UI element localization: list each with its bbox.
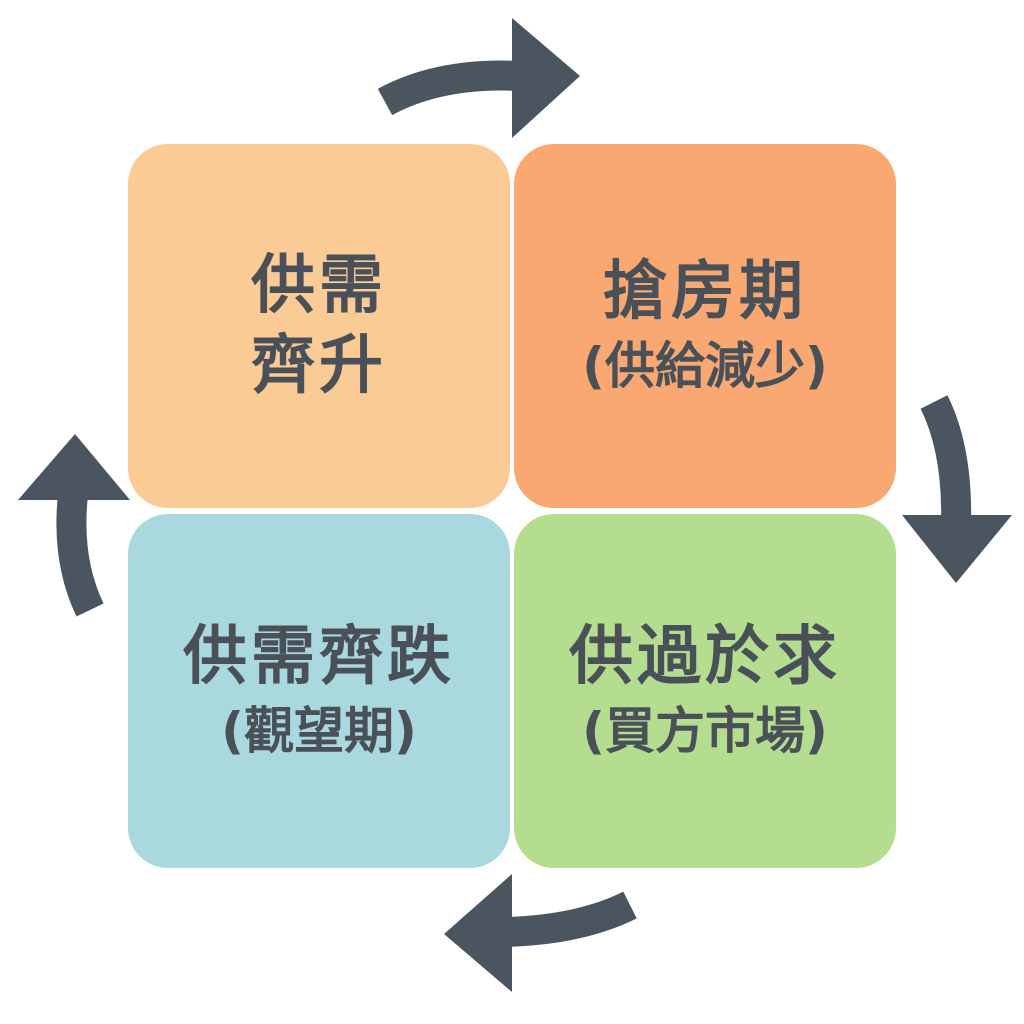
- quadrant-oversupply: 供過於求 (買方市場): [514, 514, 896, 868]
- arrow-left-icon: [18, 434, 130, 617]
- quadrant-subtitle: (買方市場): [582, 702, 828, 760]
- quadrant-title: 搶房期: [603, 255, 807, 329]
- arrow-right-icon: [902, 395, 1012, 583]
- arrow-top-icon: [377, 18, 580, 138]
- quadrant-title: 供需齊跌: [183, 620, 455, 694]
- quadrant-subtitle: (觀望期): [221, 702, 417, 760]
- quadrant-title-line1: 供需: [251, 249, 387, 323]
- quadrant-title-line2: 齊升: [251, 329, 387, 403]
- quadrant-rush-period: 搶房期 (供給減少): [514, 144, 896, 508]
- quadrant-title: 供過於求: [569, 620, 841, 694]
- quadrant-supply-demand-rise: 供需 齊升: [128, 144, 510, 508]
- quadrant-supply-demand-fall: 供需齊跌 (觀望期): [128, 514, 510, 868]
- quadrant-subtitle: (供給減少): [582, 337, 828, 395]
- arrow-bottom-icon: [444, 874, 637, 992]
